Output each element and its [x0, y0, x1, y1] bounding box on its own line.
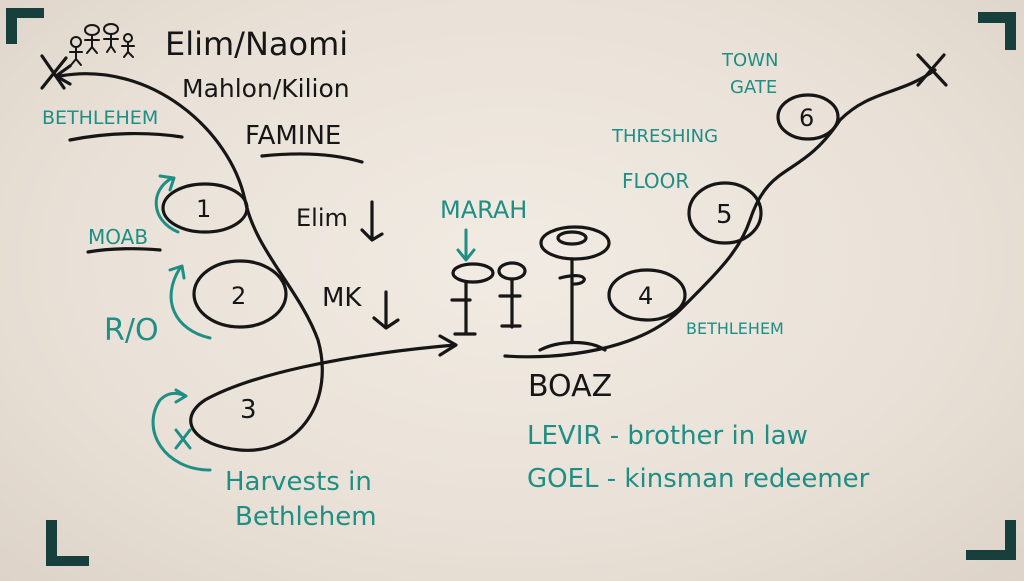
marah-label: MARAH [440, 196, 527, 224]
mk-down-arrow [372, 290, 400, 330]
mk-label: MK [322, 283, 362, 313]
elim-down-arrow [360, 200, 384, 242]
arrow-head-marah [438, 334, 458, 357]
stage-circle-5 [687, 181, 763, 245]
famine-label: FAMINE [245, 121, 341, 151]
stage-circle-2 [192, 259, 288, 329]
stage-label-6: 6 [799, 104, 814, 132]
family-stick-figures [69, 23, 135, 66]
town-gate-label-line2: GATE [730, 77, 777, 98]
ro-label: R/O [104, 313, 159, 348]
bethlehem-right-label: BETHLEHEM [686, 319, 784, 338]
bethlehem-top-label: BETHLEHEM [42, 107, 158, 129]
arrow-head-left [54, 64, 72, 86]
marah-arrow [456, 228, 476, 262]
goel-label: GOEL - kinsman redeemer [527, 464, 870, 494]
stage-circle-1 [161, 182, 249, 234]
ro-arrow [168, 264, 212, 340]
boaz-label: BOAZ [528, 369, 612, 404]
moab-arrow [154, 174, 180, 234]
corner-mark-bottom-right [966, 520, 1016, 560]
stage-label-2: 2 [231, 282, 246, 310]
family-names-label: Elim/Naomi [165, 25, 348, 63]
bethlehem-underline [68, 131, 184, 142]
threshing-label-line1: THRESHING [611, 126, 718, 147]
corner-mark-bottom-left [46, 520, 89, 566]
harvests-label-line1: Harvests in [225, 467, 372, 497]
town-gate-label-line1: TOWN [721, 50, 778, 71]
stage-circle-4 [607, 268, 687, 322]
stage-label-4: 4 [638, 282, 653, 310]
journey-path-right [503, 68, 937, 359]
naomi-ruth-figures [450, 261, 527, 336]
famine-underline [260, 152, 364, 164]
harvest-x-mark [174, 428, 192, 450]
corner-mark-top-right [978, 12, 1016, 50]
moab-underline [86, 247, 162, 254]
elim-label: Elim [296, 204, 348, 232]
stage-label-5: 5 [716, 200, 733, 230]
harvests-label-line2: Bethlehem [235, 502, 377, 532]
moab-label: MOAB [88, 225, 148, 249]
start-x-mark [40, 54, 68, 90]
boaz-figure [538, 225, 611, 352]
stage-circle-6 [776, 93, 840, 141]
levir-label: LEVIR - brother in law [527, 421, 808, 451]
stage-label-3: 3 [240, 395, 257, 425]
corner-mark-top-left [6, 8, 44, 44]
harvest-arrow [151, 388, 212, 472]
journey-path-left [58, 72, 457, 452]
stage-label-1: 1 [196, 195, 211, 223]
threshing-label-line2: FLOOR [622, 169, 689, 193]
sons-names-label: Mahlon/Kilion [182, 74, 350, 103]
end-x-mark [916, 53, 948, 87]
